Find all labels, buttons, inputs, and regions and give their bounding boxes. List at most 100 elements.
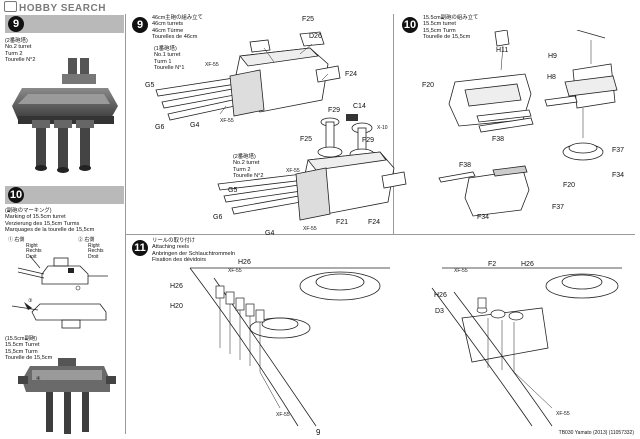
- s9-part-f24-b: F24: [368, 219, 381, 226]
- s11-paint-xf55-b: XF-55: [276, 412, 290, 418]
- step9-turret2-drawing: [217, 151, 407, 221]
- step9-sub2-de: Turm 2: [233, 166, 251, 173]
- s9-paint-xf55-c: XF-55: [286, 168, 300, 174]
- left-step10-number: 10: [8, 187, 24, 203]
- s11-paint-xf55-a: XF-55: [228, 268, 242, 274]
- left-step10-de: Verzierung des 15,5cm Turms: [5, 220, 80, 227]
- s9-part-g6: G6: [155, 124, 165, 131]
- left-step9-en: No.2 turret: [5, 44, 32, 51]
- step10-assembly-drawing: [438, 30, 618, 217]
- step10-de: 15,5cm Turm: [423, 27, 456, 34]
- s10-part-f37: F37: [612, 147, 625, 154]
- s9-part-g5: G5: [145, 82, 155, 89]
- marking-1-number: ①: [8, 237, 14, 243]
- s11-part-h26-b: H26: [170, 283, 183, 290]
- step11-number: 11: [132, 240, 148, 256]
- page-number: 9: [316, 428, 321, 437]
- marking-1-right: Right: [26, 242, 38, 249]
- s10-part-f37-b: F37: [552, 204, 565, 211]
- turret155-en: 15.5cm Turret: [5, 342, 40, 349]
- turret155-de: 15,5cm Turm: [5, 348, 38, 355]
- left-step9-caption: (2番砲塔) No.2 turret Turm 2 Tourelle N°2: [5, 38, 36, 64]
- step9-turret1-drawing: [155, 31, 341, 121]
- step9-en: 46cm turrets: [152, 21, 184, 28]
- s9-part-g4: G4: [190, 122, 200, 129]
- s11-part-f2: F2: [488, 261, 497, 268]
- s11-part-h20: H20: [170, 303, 183, 310]
- step9-sub1-de: Turm 1: [154, 58, 172, 65]
- s11-part-h26-c: H26: [521, 261, 534, 268]
- logo-icon: [4, 1, 17, 12]
- column-divider: [125, 14, 126, 434]
- step9-sub1-fr: Tourelle N°1: [154, 65, 185, 72]
- turret155-illustration: [18, 358, 116, 434]
- s10-part-h9: H9: [548, 53, 557, 60]
- step9-sub2-caption: (2番砲塔) No.2 turret Turm 2 Tourelle N°2: [233, 154, 264, 180]
- s10-part-h11: H11: [496, 47, 509, 54]
- left-step10-caption: (副砲のマーキング) Marking of 15.5cm turret Verz…: [5, 208, 94, 234]
- step9-fr: Tourelles de 46cm: [152, 34, 198, 41]
- step9-sub1-jp: (1番砲塔): [154, 46, 177, 52]
- step9-sub2-en: No.2 turret: [233, 160, 260, 167]
- marking-2-number: ②: [78, 237, 84, 243]
- row-divider: [125, 234, 635, 235]
- s9-part-f24: F24: [345, 71, 358, 78]
- s9-part-f25: F25: [302, 16, 315, 23]
- step9-number: 9: [132, 17, 148, 33]
- s10-part-f34-b: F34: [477, 214, 490, 221]
- s9-paint-xf55-a: XF-55: [205, 62, 219, 68]
- s9-paint-x10: X-10: [377, 125, 388, 131]
- site-logo: HOBBY SEARCH: [4, 1, 106, 14]
- marking-1-droit: Droit: [26, 253, 37, 260]
- s9-paint-xf55-d: XF-55: [303, 226, 317, 232]
- marking-1-rechts: Rechts: [26, 248, 42, 255]
- s11-paint-xf55-c: XF-55: [454, 268, 468, 274]
- step11-jp: リールの取り付け: [152, 238, 196, 244]
- marking-2-side: 右側: [84, 237, 95, 243]
- s9-part-f29-a: F29: [328, 107, 341, 114]
- logo-text: HOBBY SEARCH: [19, 3, 106, 14]
- s10-part-f20: F20: [422, 82, 435, 89]
- left-step10-fr: Marquages de la tourelle de 15,5cm: [5, 227, 95, 234]
- step9-sub1-caption: (1番砲塔) No.1 turret Turm 1 Tourelle N°1: [154, 46, 185, 72]
- step11-en: Attaching reels: [152, 244, 190, 251]
- marking-4-label: ④: [36, 376, 40, 382]
- left-step9-number: 9: [8, 16, 24, 32]
- left-step9-jp: (2番砲塔): [5, 38, 28, 44]
- marking-2-right: Right: [88, 242, 100, 249]
- turret155-caption: (15.5cm副砲) 15.5cm Turret 15,5cm Turm Tou…: [5, 336, 52, 362]
- step10-en: 15.5cm turret: [423, 21, 456, 28]
- step9-sub2-fr: Tourelle N°2: [233, 173, 264, 180]
- marking-1-label: ① 右側 Right Rechts Droit: [8, 237, 42, 260]
- left-step10-header: 10: [5, 186, 124, 204]
- s11-part-h26-d: H26: [434, 292, 447, 299]
- step11-hull-left-drawing: [189, 267, 390, 427]
- left-step10-en: Marking of 15.5cm turret: [5, 214, 66, 221]
- s10-part-h8: H8: [547, 74, 556, 81]
- step11-fr: Fixation des dévidoirs: [152, 257, 207, 264]
- marking-3-number: ③: [28, 298, 33, 304]
- s9-part-f29-b: F29: [362, 137, 375, 144]
- s9-part-g5-b: G5: [228, 187, 238, 194]
- s10-part-f34: F34: [612, 172, 625, 179]
- step10-jp: 15.5cm副砲の組み立て: [423, 15, 479, 21]
- marking-1-side: 右側: [14, 237, 25, 243]
- left-turret-illustration: [12, 58, 118, 173]
- marking-2-label: ② 右側 Right Rechts Droit: [78, 237, 104, 260]
- step9-sub1-en: No.1 turret: [154, 52, 181, 59]
- s9-part-f21: F21: [336, 219, 349, 226]
- marking-2-rechts: Rechts: [88, 248, 104, 255]
- step11-caption: リールの取り付け Attaching reels Anbringen der S…: [152, 238, 235, 264]
- s9-part-g4-b: G4: [265, 230, 275, 237]
- step9-de: 46cm Türme: [152, 27, 184, 34]
- s11-part-h26-a: H26: [238, 259, 251, 266]
- step9-jp: 46cm主砲の組み立て: [152, 15, 203, 21]
- step11-de: Anbringen der Schlauchtrommeln: [152, 250, 236, 257]
- s9-part-c14: C14: [353, 103, 366, 110]
- marking-diagram-mid: [11, 302, 107, 329]
- s9-part-g6-b: G6: [213, 214, 223, 221]
- left-step9-header: 9: [5, 15, 124, 33]
- left-step9-de: Turm 2: [5, 50, 23, 57]
- left-step10-jp: (副砲のマーキング): [5, 208, 52, 214]
- s10-part-f38-b: F38: [459, 162, 472, 169]
